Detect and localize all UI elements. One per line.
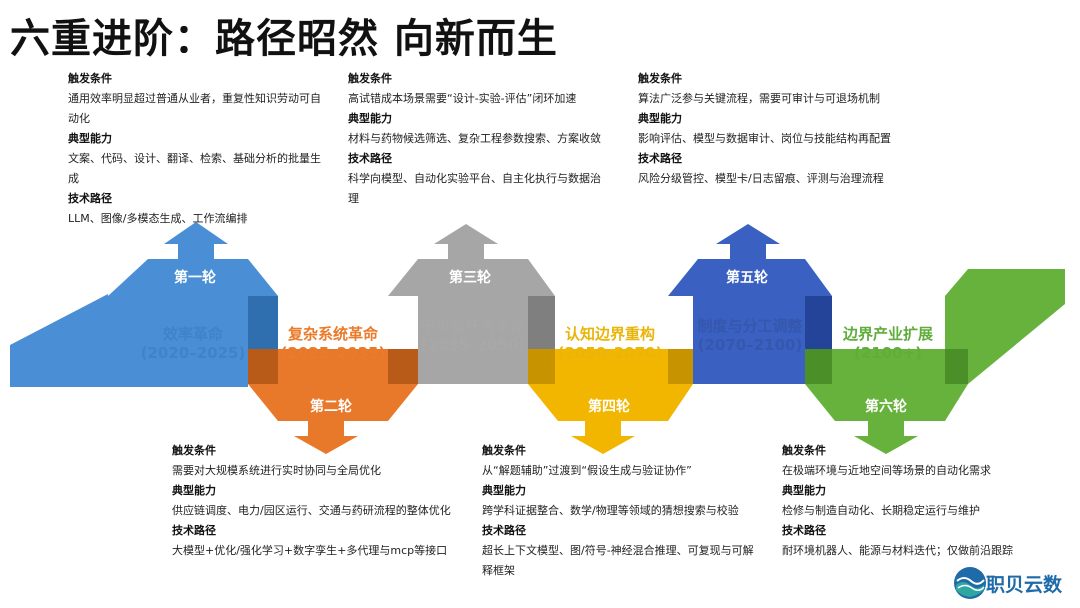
stage-4-title: 认知边界重构 (2050–2070) — [530, 325, 690, 363]
fold-shadow — [528, 349, 555, 384]
path-heading: 技术路径 — [782, 524, 826, 537]
stage-3-arrow — [434, 224, 498, 262]
fold-shadow — [668, 349, 693, 384]
path-heading: 技术路径 — [68, 192, 112, 205]
stage-4-info: 触发条件 从“解题辅助”过渡到“假设生成与验证协作” 典型能力 跨学科证据整合、… — [482, 441, 762, 581]
fold-shadow — [805, 296, 832, 349]
stage-4-ribbon — [528, 296, 693, 421]
stage-period: (2020–2025) — [140, 344, 246, 362]
stage-5-ribbon — [668, 259, 832, 384]
stage-name: 边界产业扩展 — [842, 325, 933, 343]
stage-5-arrow — [716, 224, 780, 262]
ability-heading: 典型能力 — [638, 112, 682, 125]
stage-6-info: 触发条件 在极端环境与近地空间等场景的自动化需求 典型能力 检修与制造自动化、长… — [782, 441, 1072, 561]
path-text: 超长上下文模型、图/符号-神经混合推理、可复现与可解释框架 — [482, 544, 754, 577]
round-label-4: 第四轮 — [588, 399, 630, 415]
fold-shadow — [248, 296, 278, 349]
stage-1-ribbon — [108, 259, 278, 387]
stage-3-info: 触发条件 高试错成本场景需要“设计-实验-评估”闭环加速 典型能力 材料与药物候… — [348, 69, 610, 209]
trigger-heading: 触发条件 — [782, 444, 826, 457]
stage-2-arrow — [294, 418, 358, 454]
stage-5-title: 制度与分工调整 (2070–2100) — [670, 317, 830, 355]
stage-name: 制度与分工调整 — [697, 317, 803, 335]
stage-6-arrow — [854, 418, 918, 454]
round-label-1: 第一轮 — [174, 270, 216, 286]
stage-2-ribbon — [248, 296, 418, 421]
stage-6-title: 边界产业扩展 (2100+) — [808, 325, 968, 363]
stage-1-arrow — [164, 222, 228, 262]
logo-text: 职贝云数 — [986, 574, 1063, 596]
fold-shadow — [945, 349, 968, 384]
trigger-heading: 触发条件 — [482, 444, 526, 457]
path-text: LLM、图像/多模态生成、工作流编排 — [68, 212, 248, 225]
trigger-text: 通用效率明显超过普通从业者，重复性知识劳动可自动化 — [68, 92, 321, 125]
round-label-2: 第二轮 — [310, 399, 352, 415]
trigger-text: 需要对大规模系统进行实时协同与全局优化 — [172, 464, 381, 477]
stage-name: 效率革命 — [162, 325, 223, 343]
path-text: 科学向模型、自动化实验平台、自主化执行与数据治理 — [348, 172, 601, 205]
path-text: 耐环境机器人、能源与材料迭代；仅做前沿跟踪 — [782, 544, 1013, 557]
ability-text: 文案、代码、设计、翻译、检索、基础分析的批量生成 — [68, 152, 321, 185]
round-label-3: 第三轮 — [449, 270, 491, 286]
ability-heading: 典型能力 — [172, 484, 216, 497]
fold-shadow — [528, 296, 555, 349]
stage-1-info: 触发条件 通用效率明显超过普通从业者，重复性知识劳动可自动化 典型能力 文案、代… — [68, 69, 328, 229]
stage-4-arrow — [571, 418, 635, 454]
wave-globe-icon — [954, 567, 986, 599]
path-text: 大模型+优化/强化学习+数字孪生+多代理与mcp等接口 — [172, 544, 448, 557]
trigger-text: 算法广泛参与关键流程，需要可审计与可退场机制 — [638, 92, 880, 105]
stage-name: 认知边界重构 — [564, 325, 655, 343]
stage-name: 不可能任务革命 — [420, 317, 526, 335]
stage-6-ribbon — [805, 296, 968, 421]
ability-heading: 典型能力 — [348, 112, 392, 125]
trigger-text: 在极端环境与近地空间等场景的自动化需求 — [782, 464, 991, 477]
stage-3-ribbon — [388, 259, 555, 384]
fold-shadow — [805, 349, 832, 384]
stage-period: (2025–2035) — [280, 344, 386, 362]
ability-heading: 典型能力 — [68, 132, 112, 145]
ability-text: 影响评估、模型与数据审计、岗位与技能结构再配置 — [638, 132, 891, 145]
stage-1-ribbon — [10, 294, 108, 387]
ability-heading: 典型能力 — [782, 484, 826, 497]
stage-6-ribbon — [945, 269, 1065, 384]
trigger-heading: 触发条件 — [68, 72, 112, 85]
stage-period: (2050–2070) — [557, 344, 663, 362]
trigger-heading: 触发条件 — [172, 444, 216, 457]
ability-text: 跨学科证据整合、数学/物理等领域的猜想搜索与校验 — [482, 504, 739, 517]
stage-1-title: 效率革命 (2020–2025) — [113, 325, 273, 363]
path-heading: 技术路径 — [638, 152, 682, 165]
fold-shadow — [388, 349, 418, 384]
stage-period: (2070–2100) — [697, 336, 803, 354]
trigger-heading: 触发条件 — [638, 72, 682, 85]
path-text: 风险分级管控、模型卡/日志留痕、评测与治理流程 — [638, 172, 884, 185]
ability-heading: 典型能力 — [482, 484, 526, 497]
trigger-heading: 触发条件 — [348, 72, 392, 85]
stage-2-info: 触发条件 需要对大规模系统进行实时协同与全局优化 典型能力 供应链调度、电力/园… — [172, 441, 472, 561]
stage-period: (2100+) — [853, 344, 923, 362]
page-title: 六重进阶：路径昭然 向新而生 — [10, 16, 558, 62]
path-heading: 技术路径 — [482, 524, 526, 537]
path-heading: 技术路径 — [172, 524, 216, 537]
trigger-text: 高试错成本场景需要“设计-实验-评估”闭环加速 — [348, 92, 577, 105]
stage-5-info: 触发条件 算法广泛参与关键流程，需要可审计与可退场机制 典型能力 影响评估、模型… — [638, 69, 928, 189]
stage-2-title: 复杂系统革命 (2025–2035) — [253, 325, 413, 363]
path-heading: 技术路径 — [348, 152, 392, 165]
stage-3-title: 不可能任务革命 (2035–2050) — [393, 317, 553, 355]
stage-name: 复杂系统革命 — [287, 325, 378, 343]
ability-text: 供应链调度、电力/园区运行、交通与药研流程的整体优化 — [172, 504, 451, 517]
ability-text: 材料与药物候选筛选、复杂工程参数搜索、方案收敛 — [348, 132, 601, 145]
trigger-text: 从“解题辅助”过渡到“假设生成与验证协作” — [482, 464, 692, 477]
round-label-6: 第六轮 — [865, 399, 907, 415]
round-label-5: 第五轮 — [726, 270, 768, 286]
ability-text: 检修与制造自动化、长期稳定运行与维护 — [782, 504, 980, 517]
stage-period: (2035–2050) — [420, 336, 526, 354]
fold-shadow — [248, 349, 278, 384]
